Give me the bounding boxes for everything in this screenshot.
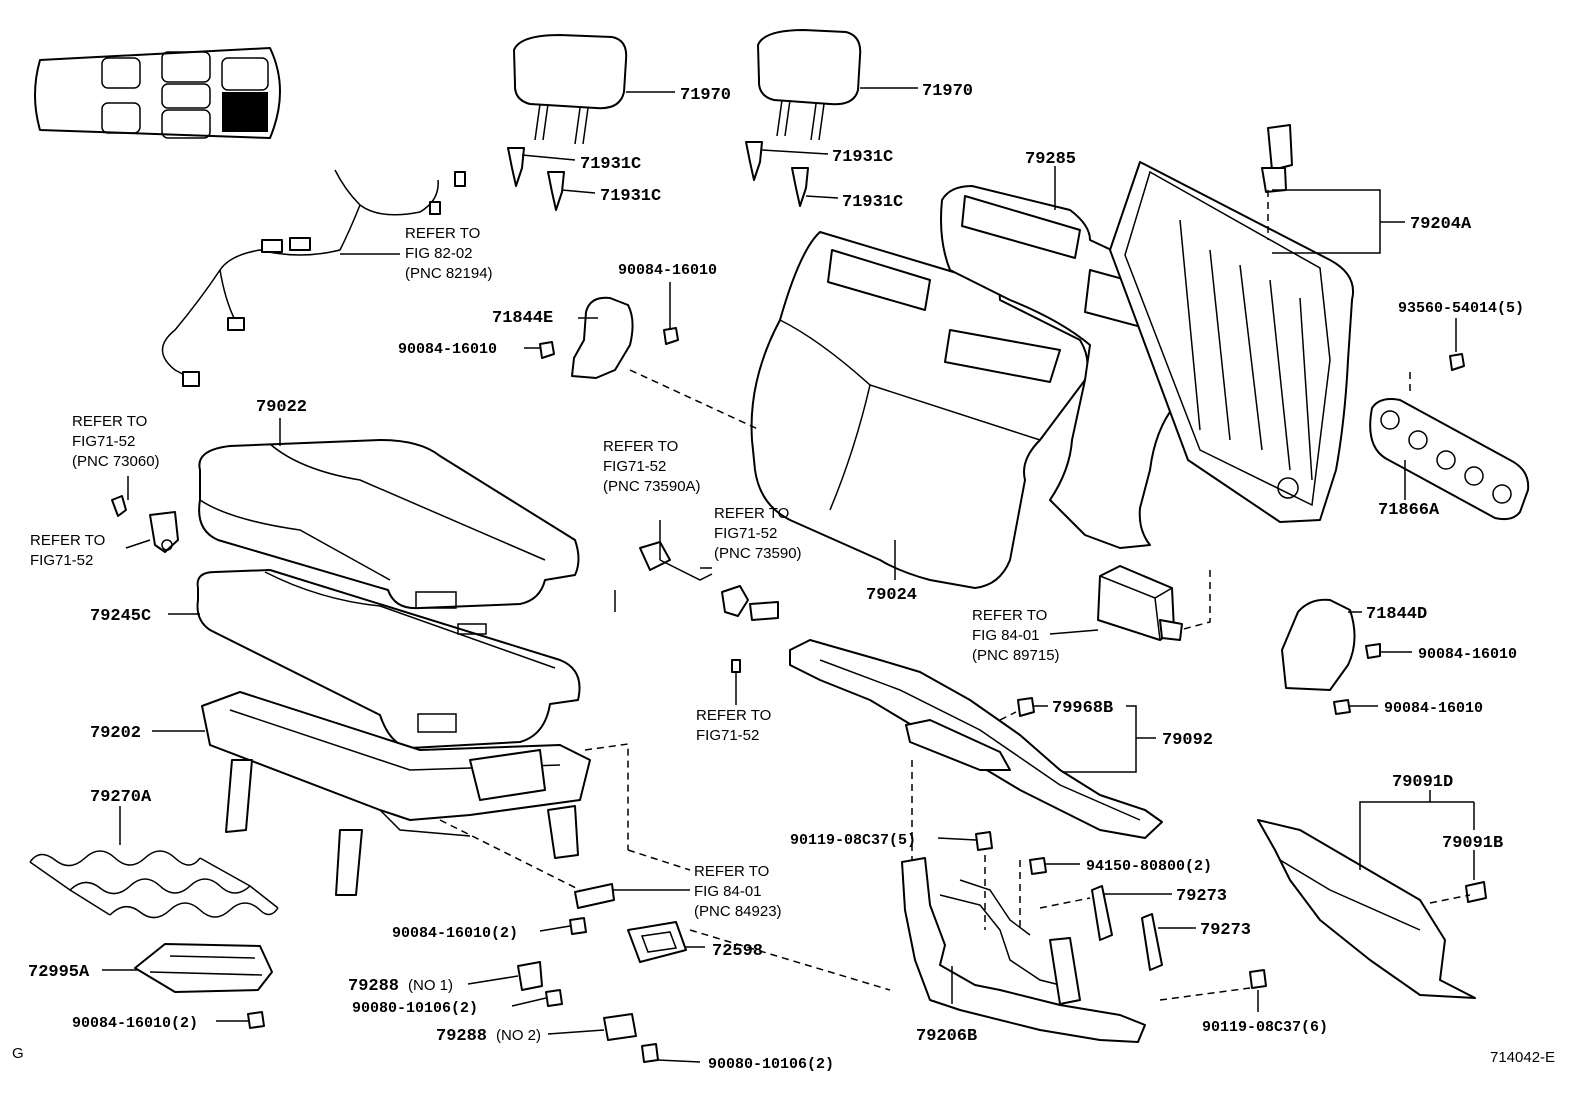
corner-label-left: G [12, 1045, 24, 1062]
seat-spring-icon [29, 850, 279, 919]
ref-7152c-line2: FIG71-52 [603, 458, 666, 475]
label-79288-2: 79288 [436, 1027, 487, 1046]
label-71970-a: 71970 [680, 86, 731, 105]
dashed-reference-lines [439, 190, 1471, 1001]
label-90084-r1: 90084-16010 [1418, 646, 1517, 663]
ref-82-line1: REFER TO [405, 225, 480, 242]
cable-guide-icon [569, 883, 615, 935]
label-79204a: 79204A [1410, 215, 1472, 234]
corner-label-right: 714042-E [1490, 1049, 1555, 1066]
label-79245c: 79245C [90, 607, 151, 626]
seat-cushion-icon [198, 439, 580, 610]
label-79092: 79092 [1162, 731, 1213, 750]
label-90084-r2: 90084-16010 [1384, 700, 1483, 717]
seat-rail-icon [789, 639, 1163, 839]
control-module-icon [1097, 565, 1183, 641]
headrest-left-icon [513, 34, 628, 145]
seatback-frame-icon [1109, 124, 1354, 523]
label-79968b: 79968B [1052, 699, 1113, 718]
headrest-guide-icon [507, 141, 809, 211]
label-90080-a: 90080-10106(2) [352, 1000, 478, 1017]
label-90080-b: 90080-10106(2) [708, 1056, 834, 1073]
ref-82-line3: (PNC 82194) [405, 265, 493, 282]
ref-82-line2: FIG 82-02 [405, 245, 473, 262]
label-79288-1-note: (NO 1) [408, 977, 453, 994]
lower-cover-icon [134, 943, 273, 993]
seatbelt-buckle-left-icon [111, 495, 179, 553]
label-79202: 79202 [90, 724, 141, 743]
label-71931c-b: 71931C [600, 187, 661, 206]
label-72995a: 72995A [28, 963, 90, 982]
pad-79288-icon [247, 961, 659, 1063]
label-79270a: 79270A [90, 788, 152, 807]
side-cover-icon [1257, 819, 1487, 999]
label-90119-b: 90119-08C37(6) [1202, 1019, 1328, 1036]
ref-7152d-line2: FIG71-52 [714, 525, 777, 542]
seatback-left-icon [750, 231, 1089, 589]
ref-8401b-line1: REFER TO [694, 863, 769, 880]
ref-7152b-line2: FIG71-52 [30, 552, 93, 569]
label-71931c-a: 71931C [580, 155, 641, 174]
ref-8401b-line3: (PNC 84923) [694, 903, 782, 920]
base-frame-icon [901, 831, 1267, 1043]
ref-7152e-line1: REFER TO [696, 707, 771, 724]
label-90084-mid: 90084-16010(2) [392, 925, 518, 942]
ref-7152a-line2: FIG71-52 [72, 433, 135, 450]
ref-7152b-line1: REFER TO [30, 532, 105, 549]
label-90084-left: 90084-16010 [398, 341, 497, 358]
label-71970-b: 71970 [922, 82, 973, 101]
ref-7152d-line3: (PNC 73590) [714, 545, 802, 562]
label-72598: 72598 [712, 942, 763, 961]
ref-7152e-line2: FIG71-52 [696, 727, 759, 744]
label-79285: 79285 [1025, 150, 1076, 169]
label-79288-1: 79288 [348, 977, 399, 996]
label-79091b: 79091B [1442, 834, 1503, 853]
part-labels: 71970 71970 71931C 71931C 71931C 71931C … [28, 82, 1524, 1073]
ref-7152d-line1: REFER TO [714, 505, 789, 522]
label-90119-a: 90119-08C37(5) [790, 832, 916, 849]
reference-notes: REFER TO FIG 82-02 (PNC 82194) REFER TO … [30, 225, 1060, 920]
label-79022: 79022 [256, 398, 307, 417]
label-90084-top: 90084-16010 [618, 262, 717, 279]
leader-lines [102, 87, 1475, 1063]
label-79273-a: 79273 [1176, 887, 1227, 906]
hinge-cover-right-icon [1281, 598, 1381, 715]
cushion-frame-icon [196, 569, 581, 749]
label-79288-2-note: (NO 2) [496, 1027, 541, 1044]
ref-7152c-line3: (PNC 73590A) [603, 478, 701, 495]
label-71844e: 71844E [492, 309, 553, 328]
label-71866a: 71866A [1378, 501, 1440, 520]
bracket-72598-icon [627, 921, 687, 963]
ref-7152a-line3: (PNC 73060) [72, 453, 160, 470]
hinge-cover-left-icon [539, 296, 679, 379]
label-71844d: 71844D [1366, 605, 1427, 624]
label-71931c-c: 71931C [832, 148, 893, 167]
wire-harness-icon [161, 169, 466, 387]
label-79206b: 79206B [916, 1027, 977, 1046]
label-93560: 93560-54014(5) [1398, 300, 1524, 317]
label-90084-bl: 90084-16010(2) [72, 1015, 198, 1032]
label-79024: 79024 [866, 586, 917, 605]
ref-8401b-line2: FIG 84-01 [694, 883, 762, 900]
seatbelt-buckle-center-icon [639, 541, 779, 673]
label-71931c-d: 71931C [842, 193, 903, 212]
ref-8401a-line2: FIG 84-01 [972, 627, 1040, 644]
label-94150: 94150-80800(2) [1086, 858, 1212, 875]
trim-panel-icon [1369, 353, 1530, 521]
ref-7152c-line1: REFER TO [603, 438, 678, 455]
vehicle-locator-icon [34, 47, 281, 139]
seat-track-frame-icon [201, 691, 591, 896]
headrest-right-icon [757, 29, 862, 141]
ref-8401a-line1: REFER TO [972, 607, 1047, 624]
label-79273-b: 79273 [1200, 921, 1251, 940]
label-79091d: 79091D [1392, 773, 1453, 792]
ref-8401a-line3: (PNC 89715) [972, 647, 1060, 664]
ref-7152a-line1: REFER TO [72, 413, 147, 430]
